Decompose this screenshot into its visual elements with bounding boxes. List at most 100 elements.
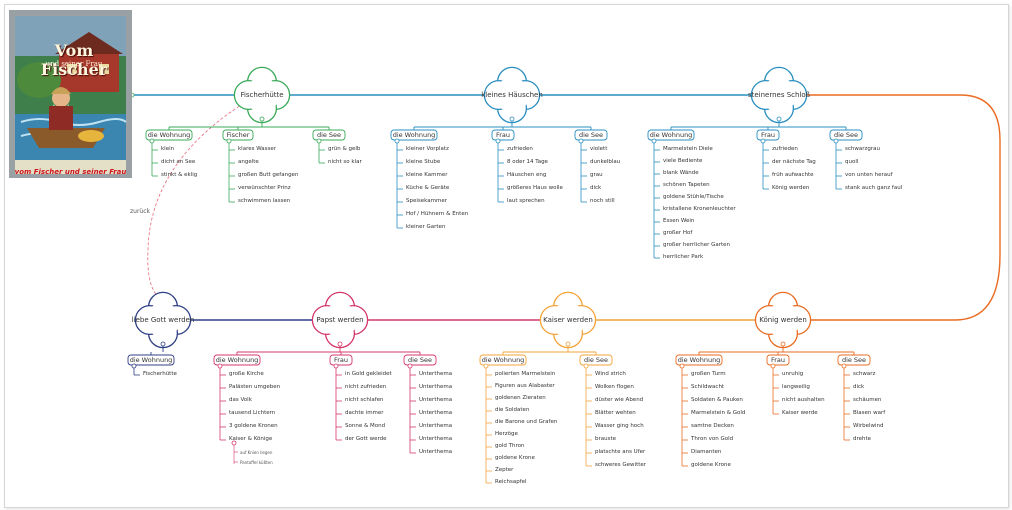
branch-box[interactable] — [574, 129, 608, 141]
leaf-item[interactable]: brauste — [595, 436, 617, 442]
collapse-toggle[interactable] — [495, 138, 501, 144]
branch-label[interactable]: Frau — [770, 356, 786, 364]
leaf-item[interactable]: zufrieden — [772, 146, 798, 152]
leaf-item[interactable]: zufrieden — [507, 146, 533, 152]
collapse-toggle[interactable] — [760, 138, 766, 144]
leaf-item[interactable]: Essen Wein — [663, 218, 695, 224]
leaf-item[interactable]: König werden — [772, 185, 810, 191]
leaf-item[interactable]: tausend Lichtern — [229, 410, 276, 416]
branch-label[interactable]: die See — [578, 131, 604, 139]
branch-label[interactable]: die Wohnung — [147, 131, 191, 139]
branch-label[interactable]: Frau — [333, 356, 349, 364]
leaf-item[interactable]: klares Wasser — [238, 146, 277, 152]
leaf-item[interactable]: Herzöge — [495, 431, 518, 437]
leaf-item[interactable]: kristallene Kronenleuchter — [663, 206, 736, 212]
leaf-item[interactable]: früh aufwachte — [772, 172, 814, 178]
branch-label[interactable]: die Wohnung — [129, 356, 173, 364]
leaf-item[interactable]: goldenen Zieraten — [495, 395, 546, 401]
leaf-item[interactable]: kleiner Garten — [406, 224, 446, 230]
leaf-item[interactable]: Zepter — [495, 467, 514, 473]
leaf-item[interactable]: das Volk — [229, 397, 252, 403]
collapse-toggle[interactable] — [578, 138, 584, 144]
leaf-item[interactable]: schwarz — [853, 371, 876, 377]
leaf-item[interactable]: Marmelstein Diele — [663, 146, 713, 152]
leaf-item[interactable]: Unterthema — [419, 384, 453, 390]
leaf-item[interactable]: dick — [590, 185, 602, 191]
branch-box[interactable] — [213, 354, 261, 366]
leaf-item[interactable]: gold Thron — [495, 443, 525, 449]
leaf-item[interactable]: verwünschter Prinz — [238, 185, 291, 191]
leaf-item[interactable]: Blasen warf — [853, 410, 886, 416]
leaf-item[interactable]: großer herrlicher Garten — [663, 242, 731, 248]
leaf-item[interactable]: 8 oder 14 Tage — [507, 159, 548, 165]
collapse-toggle[interactable] — [394, 138, 400, 144]
branch-box[interactable] — [329, 354, 353, 366]
collapse-toggle[interactable] — [651, 138, 657, 144]
leaf-item[interactable]: grün & gelb — [328, 146, 361, 152]
collapse-toggle[interactable] — [160, 341, 166, 347]
leaf-item[interactable]: laut sprechen — [507, 198, 545, 204]
leaf-item[interactable]: blank Wände — [663, 170, 699, 176]
collapse-toggle[interactable] — [483, 363, 489, 369]
leaf-item[interactable]: Thron von Gold — [691, 436, 734, 442]
branch-label[interactable]: die See — [583, 356, 609, 364]
hub-label-koenig[interactable]: König werden — [759, 316, 807, 324]
leaf-item[interactable]: große Kirche — [229, 371, 264, 377]
leaf-item[interactable]: Palästen umgeben — [229, 384, 281, 390]
leaf-item[interactable]: Wind strich — [595, 371, 626, 377]
branch-box[interactable] — [675, 354, 723, 366]
hub-fischerhuette[interactable] — [233, 66, 291, 124]
collapse-toggle[interactable] — [259, 116, 265, 122]
leaf-item[interactable]: nicht aushalten — [782, 397, 825, 403]
leaf-item[interactable]: grau — [590, 172, 603, 178]
collapse-toggle[interactable] — [780, 341, 786, 347]
leaf-item[interactable]: Küche & Geräte — [406, 185, 450, 191]
leaf-item[interactable]: Unterthema — [419, 449, 453, 455]
leaf-item[interactable]: Fischerhütte — [143, 371, 177, 377]
branch-box[interactable] — [127, 354, 175, 366]
hub-label-gott[interactable]: liebe Gott werden — [131, 316, 195, 324]
branch-box[interactable] — [766, 354, 790, 366]
leaf-item[interactable]: der nächste Tag — [772, 159, 816, 165]
branch-box[interactable] — [479, 354, 527, 366]
hub-kaiser[interactable] — [539, 291, 597, 349]
leaf-item[interactable]: stank auch ganz faul — [845, 185, 903, 191]
branch-label[interactable]: Fischer — [226, 131, 250, 139]
sub-leaf-item[interactable]: Pantoffel küßten — [240, 460, 273, 465]
leaf-item[interactable]: Reichsapfel — [495, 479, 527, 485]
hub-gott[interactable] — [134, 291, 192, 349]
branch-box[interactable] — [647, 129, 695, 141]
branch-label[interactable]: Frau — [495, 131, 511, 139]
branch-box[interactable] — [390, 129, 438, 141]
leaf-item[interactable]: Marmelstein & Gold — [691, 410, 746, 416]
collapse-toggle[interactable] — [841, 363, 847, 369]
leaf-item[interactable]: Soldaten & Pauken — [691, 397, 743, 403]
leaf-item[interactable]: schwimmen lassen — [238, 198, 291, 204]
leaf-item[interactable]: polierten Marmelstein — [495, 371, 556, 377]
leaf-item[interactable]: goldene Stühle/Tische — [663, 194, 724, 200]
leaf-item[interactable]: Sonne & Mond — [345, 423, 386, 429]
leaf-item[interactable]: angelte — [238, 159, 259, 165]
branch-label[interactable]: die See — [841, 356, 867, 364]
leaf-item[interactable]: schweres Gewitter — [595, 462, 647, 468]
collapse-toggle[interactable] — [583, 363, 589, 369]
hub-koenig[interactable] — [754, 291, 812, 349]
leaf-item[interactable]: nicht schlafen — [345, 397, 384, 403]
leaf-item[interactable]: Unterthema — [419, 423, 453, 429]
leaf-item[interactable]: unruhig — [782, 371, 804, 377]
leaf-item[interactable]: platschte ans Ufer — [595, 449, 646, 455]
branch-label[interactable]: die Wohnung — [649, 131, 693, 139]
collapse-toggle[interactable] — [776, 116, 782, 122]
branch-box[interactable] — [222, 129, 254, 141]
leaf-item[interactable]: drehte — [853, 436, 872, 442]
branch-box[interactable] — [491, 129, 515, 141]
leaf-item[interactable]: kleiner Vorplatz — [406, 146, 449, 152]
leaf-item[interactable]: nicht zufrieden — [345, 384, 387, 390]
branch-label[interactable]: die Wohnung — [677, 356, 721, 364]
collapse-toggle[interactable] — [407, 363, 413, 369]
leaf-item[interactable]: Diamanten — [691, 449, 722, 455]
hub-schloss[interactable] — [750, 66, 808, 124]
branch-label[interactable]: die See — [407, 356, 433, 364]
leaf-item[interactable]: Wirbelwind — [853, 423, 884, 429]
leaf-item[interactable]: herrlicher Park — [663, 254, 704, 260]
